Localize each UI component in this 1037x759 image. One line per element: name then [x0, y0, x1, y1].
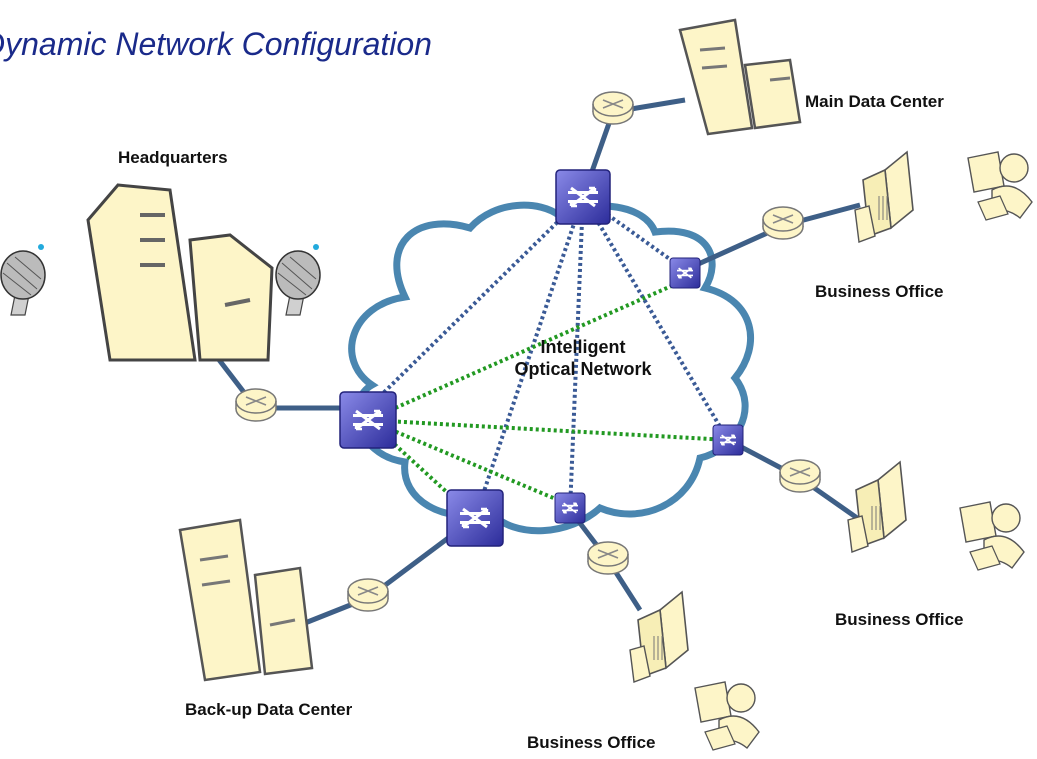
satellite-dish-icon [0, 243, 46, 316]
blue-dotted-links [366, 195, 730, 519]
office-worker-icon [959, 501, 1025, 571]
optical-switch-icon [555, 169, 611, 225]
office-computer-icon [854, 151, 914, 243]
business-office-label: Business Office [527, 733, 656, 752]
router-icon [587, 541, 629, 575]
router-icon [762, 206, 804, 240]
router-icon [347, 578, 389, 612]
satellite-dish-icon [275, 243, 321, 316]
headquarters-label: Headquarters [118, 148, 228, 167]
optical-switch-icon [712, 424, 744, 456]
main-data-center-servers [678, 18, 802, 136]
office-computer-icon [847, 461, 907, 553]
router-icon [592, 91, 634, 125]
office-worker-icon [694, 681, 760, 751]
router-icon [235, 388, 277, 422]
cloud-label-line2: Optical Network [514, 359, 652, 379]
router-icon [779, 459, 821, 493]
optical-switch-icon [554, 492, 586, 524]
cloud-label-line1: Intelligent [540, 337, 626, 357]
office-worker-icon [967, 151, 1033, 221]
optical-switch-icon [446, 489, 504, 547]
optical-switch-icon [339, 391, 397, 449]
page-title: Dynamic Network Configuration [0, 26, 432, 62]
optical-switch-icon [669, 257, 701, 289]
headquarters-servers [86, 183, 274, 362]
backup-data-center-servers [178, 518, 314, 682]
business-office-label: Business Office [815, 282, 944, 301]
main-data-center-label: Main Data Center [805, 92, 944, 111]
cloud-label: Intelligent Optical Network [488, 336, 678, 380]
backup-data-center-label: Back-up Data Center [185, 700, 353, 719]
business-office-label: Business Office [835, 610, 964, 629]
